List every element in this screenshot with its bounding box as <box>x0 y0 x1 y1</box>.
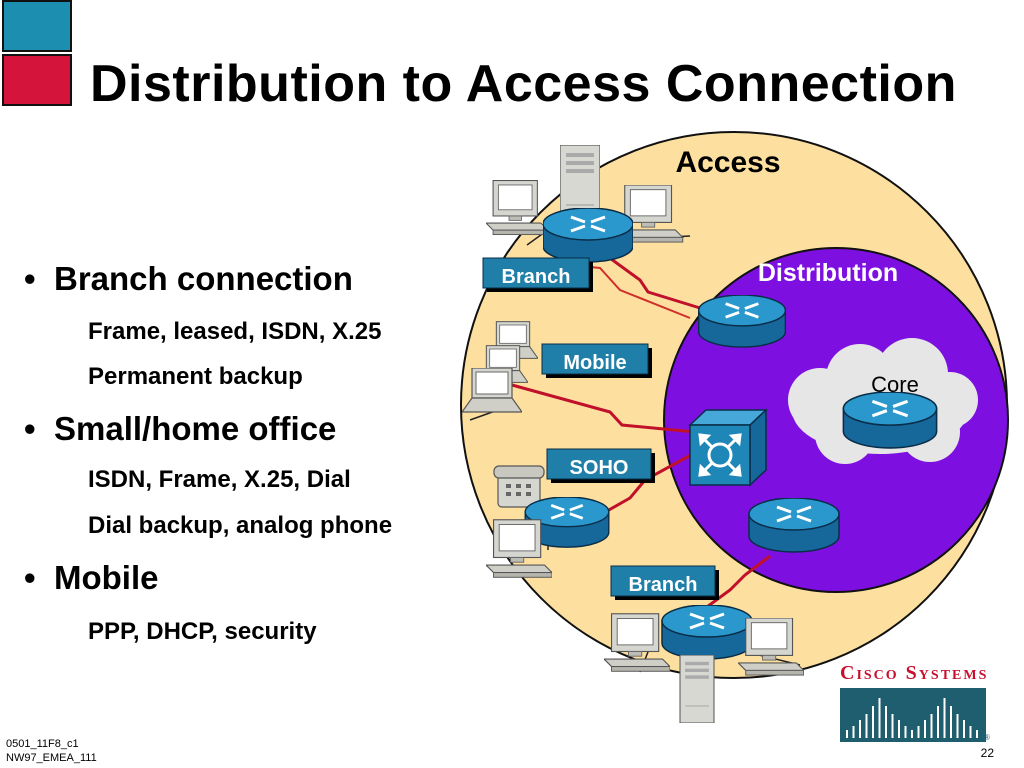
distribution-label: Distribution <box>758 259 898 287</box>
router-icon <box>543 208 633 264</box>
logo-bar <box>911 730 913 738</box>
logo-bar <box>950 706 952 738</box>
tag-mobile: Mobile <box>541 343 652 378</box>
logo-bar <box>937 706 939 738</box>
sub-item: Dial backup, analog phone <box>88 512 393 539</box>
logo-bar <box>943 698 946 738</box>
logo-bar <box>872 706 874 738</box>
logo-bar <box>904 726 907 738</box>
logo-bar <box>963 720 965 738</box>
decor-square-red <box>2 54 72 106</box>
tag-label: Branch <box>629 574 698 596</box>
bullet-item-mobile: • Mobile <box>24 559 159 597</box>
decor-square-blue <box>2 0 72 52</box>
bullet-icon: • <box>24 410 36 447</box>
logo-bar <box>878 698 881 738</box>
cisco-logo-icon: ® <box>840 688 990 742</box>
logo-bar <box>924 720 926 738</box>
logo-bar <box>976 730 978 738</box>
logo-bar <box>891 714 894 738</box>
logo-bar <box>885 706 887 738</box>
bullet-item-branch: • Branch connection <box>24 260 353 298</box>
logo-bar <box>956 714 959 738</box>
bullet-label: Branch connection <box>54 260 353 297</box>
multilayer-switch-icon <box>688 408 768 487</box>
link-branch-bottom <box>699 554 771 614</box>
bullet-label: Small/home office <box>54 410 337 447</box>
router-icon <box>660 605 754 661</box>
bullet-icon: • <box>24 559 36 596</box>
telephone-icon <box>493 465 545 508</box>
footer-code-2: NW97_EMEA_111 <box>6 752 97 764</box>
core-router-icon <box>841 392 939 450</box>
bullet-icon: • <box>24 260 36 297</box>
logo-bar <box>969 726 972 738</box>
tag-label: Branch <box>502 266 571 288</box>
bullet-item-small-home: • Small/home office <box>24 410 336 448</box>
cisco-wordmark: Cisco Systems <box>840 662 989 684</box>
logo-bar <box>917 726 920 738</box>
access-label: Access <box>675 146 780 179</box>
link-mobile <box>511 383 696 434</box>
sub-item: Permanent backup <box>88 363 303 390</box>
server-tower-icon <box>679 655 715 723</box>
logo-bar <box>898 720 900 738</box>
sub-item: ISDN, Frame, X.25, Dial <box>88 466 351 493</box>
logo-bar <box>930 714 933 738</box>
sub-item: Frame, leased, ISDN, X.25 <box>88 318 382 345</box>
router-icon <box>698 295 786 349</box>
sub-item: PPP, DHCP, security <box>88 618 317 645</box>
page-title: Distribution to Access Connection <box>90 55 957 113</box>
tag-branch-top: Branch <box>482 257 593 292</box>
tag-soho: SOHO <box>546 448 655 483</box>
footer-code-1: 0501_11F8_c1 <box>6 738 79 750</box>
logo-bar <box>865 714 868 738</box>
core-label: Core <box>871 372 919 397</box>
page-number: 22 <box>980 746 994 760</box>
logo-bar <box>859 720 861 738</box>
router-icon <box>748 498 840 554</box>
network-diagram: Access Distribution Core Branch Mobile S… <box>460 131 1009 723</box>
link-soho <box>599 448 701 517</box>
trademark-symbol: ® <box>984 733 990 742</box>
tag-branch-bottom: Branch <box>610 565 719 600</box>
logo-bar <box>852 726 855 738</box>
tag-label: SOHO <box>570 457 629 479</box>
bullet-label: Mobile <box>54 559 159 596</box>
workstation-icon <box>486 179 548 236</box>
tag-label: Mobile <box>563 352 626 374</box>
logo-bar <box>846 730 848 738</box>
